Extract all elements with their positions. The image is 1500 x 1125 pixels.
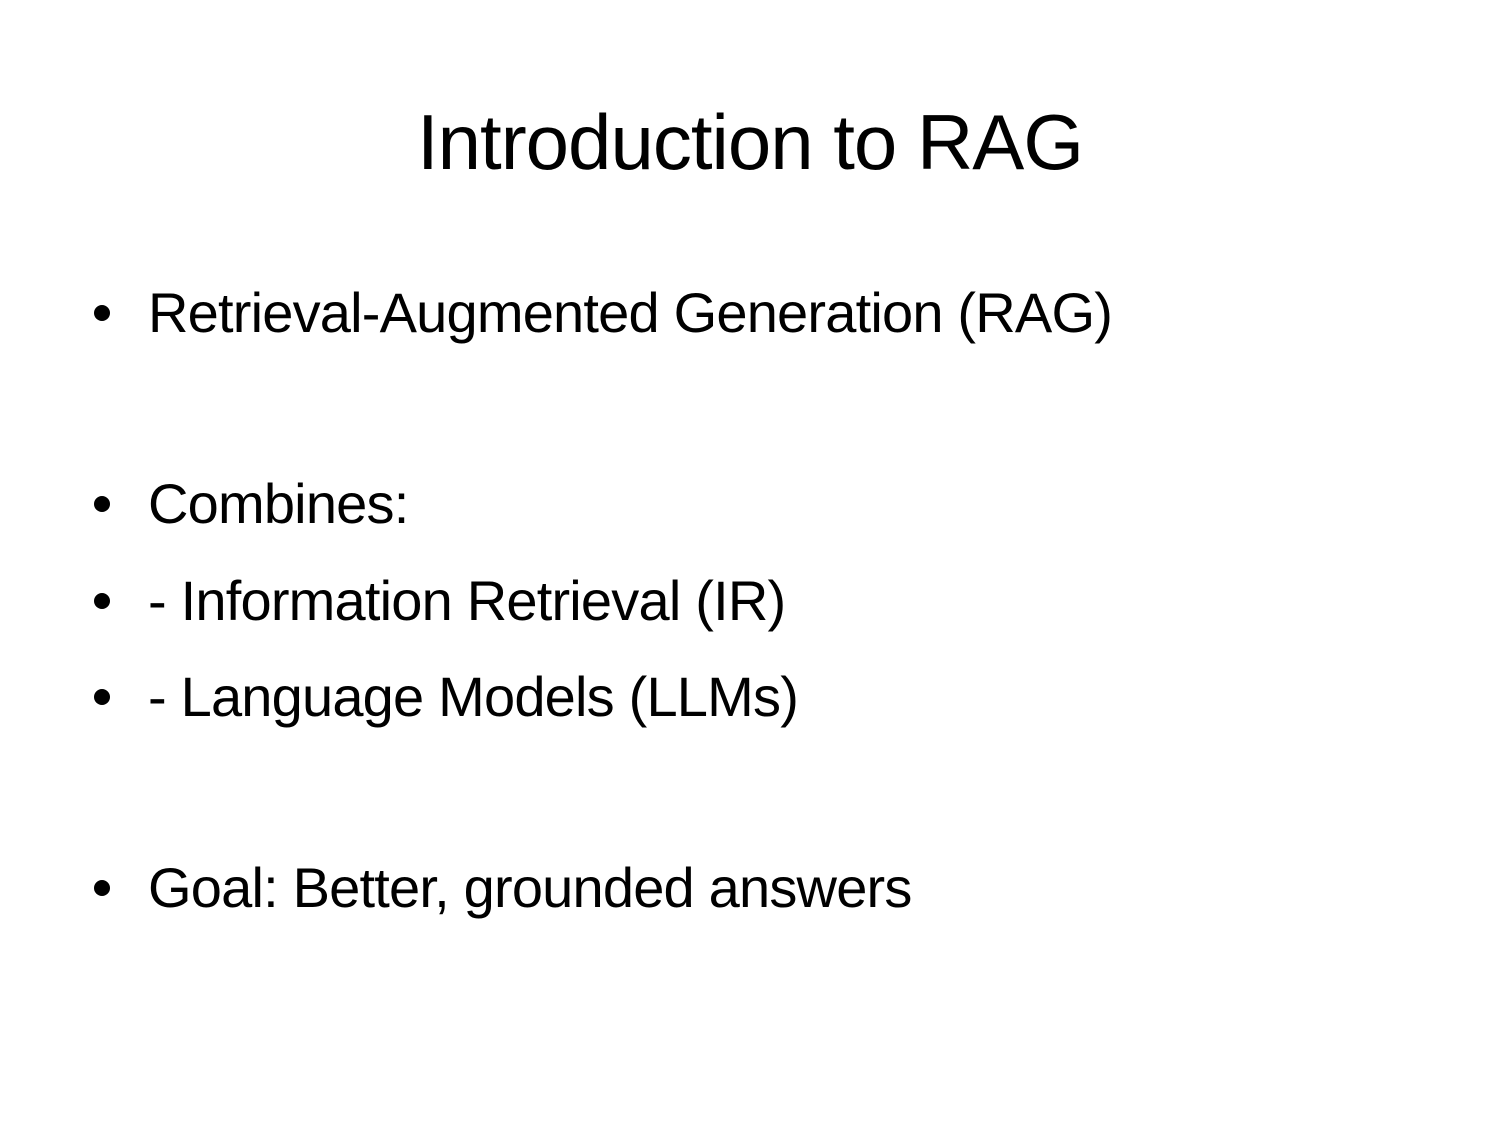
bullet-text: - Information Retrieval (IR): [148, 569, 786, 632]
bullet-text: - Language Models (LLMs): [148, 665, 799, 728]
bullet-text: Combines:: [148, 472, 409, 535]
bullet-icon: [94, 880, 110, 896]
bullet-item: Combines:: [90, 469, 409, 539]
bullet-icon: [94, 496, 110, 512]
bullet-text: Retrieval-Augmented Generation (RAG): [148, 281, 1113, 344]
bullet-item: - Language Models (LLMs): [90, 662, 799, 732]
bullet-item: Retrieval-Augmented Generation (RAG): [90, 278, 1113, 348]
bullet-icon: [94, 305, 110, 321]
bullet-icon: [94, 593, 110, 609]
bullet-item: - Information Retrieval (IR): [90, 566, 786, 636]
bullet-item: Goal: Better, grounded answers: [90, 853, 912, 923]
slide-title: Introduction to RAG: [416, 98, 1084, 186]
bullet-text: Goal: Better, grounded answers: [148, 856, 912, 919]
bullet-icon: [94, 689, 110, 705]
